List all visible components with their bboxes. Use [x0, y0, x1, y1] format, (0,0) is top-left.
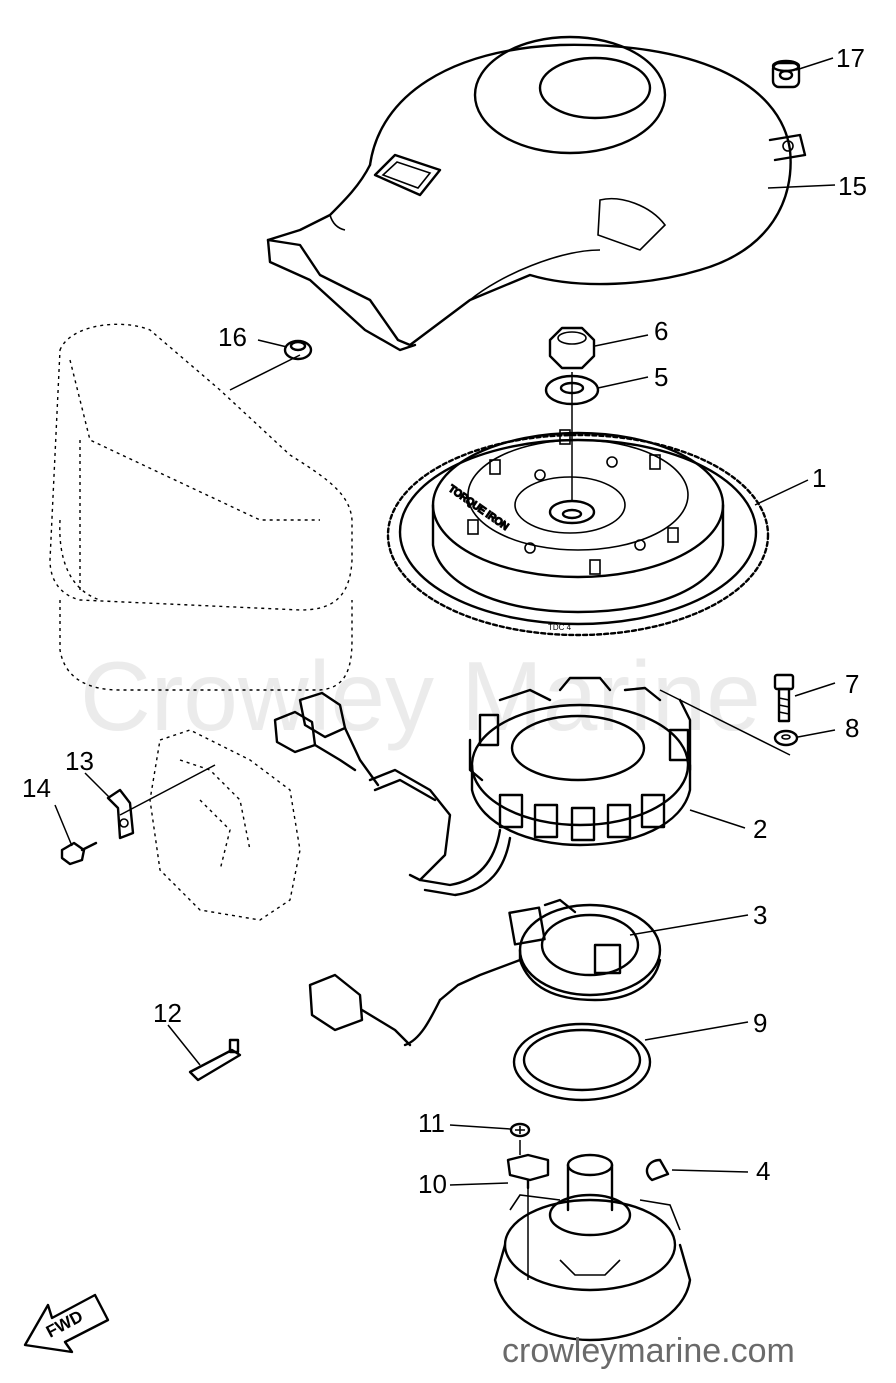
- bracket-13: [106, 788, 135, 840]
- callout-2: 2: [753, 814, 767, 844]
- bracket-10: [506, 1153, 550, 1190]
- screw-11: [509, 1122, 531, 1138]
- footer-site: crowleymarine.com: [502, 1332, 795, 1370]
- callout-8: 8: [845, 713, 859, 743]
- callout-6: 6: [654, 316, 668, 346]
- flywheel-cover: [266, 35, 807, 352]
- retaining-ring: [512, 1022, 652, 1102]
- callout-15: 15: [838, 171, 867, 201]
- watermark: Crowley Marine: [80, 641, 761, 751]
- flywheel: TORQUE IRON TDC 4: [386, 429, 770, 637]
- leader-lines: [54, 57, 836, 1186]
- callout-12: 12: [153, 998, 182, 1028]
- callout-1: 1: [812, 463, 826, 493]
- woodruff-key: [645, 1158, 670, 1182]
- callout-13: 13: [65, 746, 94, 776]
- callout-3: 3: [753, 900, 767, 930]
- tdc-mark: TDC 4: [548, 623, 572, 632]
- grommet-16: [283, 339, 313, 361]
- stator: [418, 676, 692, 897]
- stator-bolt: [773, 673, 795, 723]
- callout-11: 11: [418, 1108, 445, 1138]
- stator-connector: [273, 691, 452, 882]
- pulser-connector: [308, 973, 412, 1047]
- engine-block-ghost: [49, 323, 353, 921]
- callout-9: 9: [753, 1008, 767, 1038]
- pulser-coil: [403, 898, 662, 1047]
- callout-labels: 17 15 16 6 5 1 7 8 13 14 2 3 12 9 11 4 1…: [22, 43, 867, 1199]
- stator-washer: [773, 729, 799, 747]
- callout-14: 14: [22, 773, 51, 803]
- callout-17: 17: [836, 43, 865, 73]
- callout-5: 5: [654, 362, 668, 392]
- crankshaft-housing: [493, 1153, 692, 1342]
- plate-12: [188, 1038, 242, 1082]
- callout-7: 7: [845, 669, 859, 699]
- callout-16: 16: [218, 322, 247, 352]
- forward-arrow: FWD: [23, 1293, 110, 1354]
- callout-10: 10: [418, 1169, 447, 1199]
- callout-4: 4: [756, 1156, 770, 1186]
- grommet-17: [771, 59, 801, 89]
- flywheel-nut: [548, 326, 596, 370]
- screw-14: [60, 841, 98, 866]
